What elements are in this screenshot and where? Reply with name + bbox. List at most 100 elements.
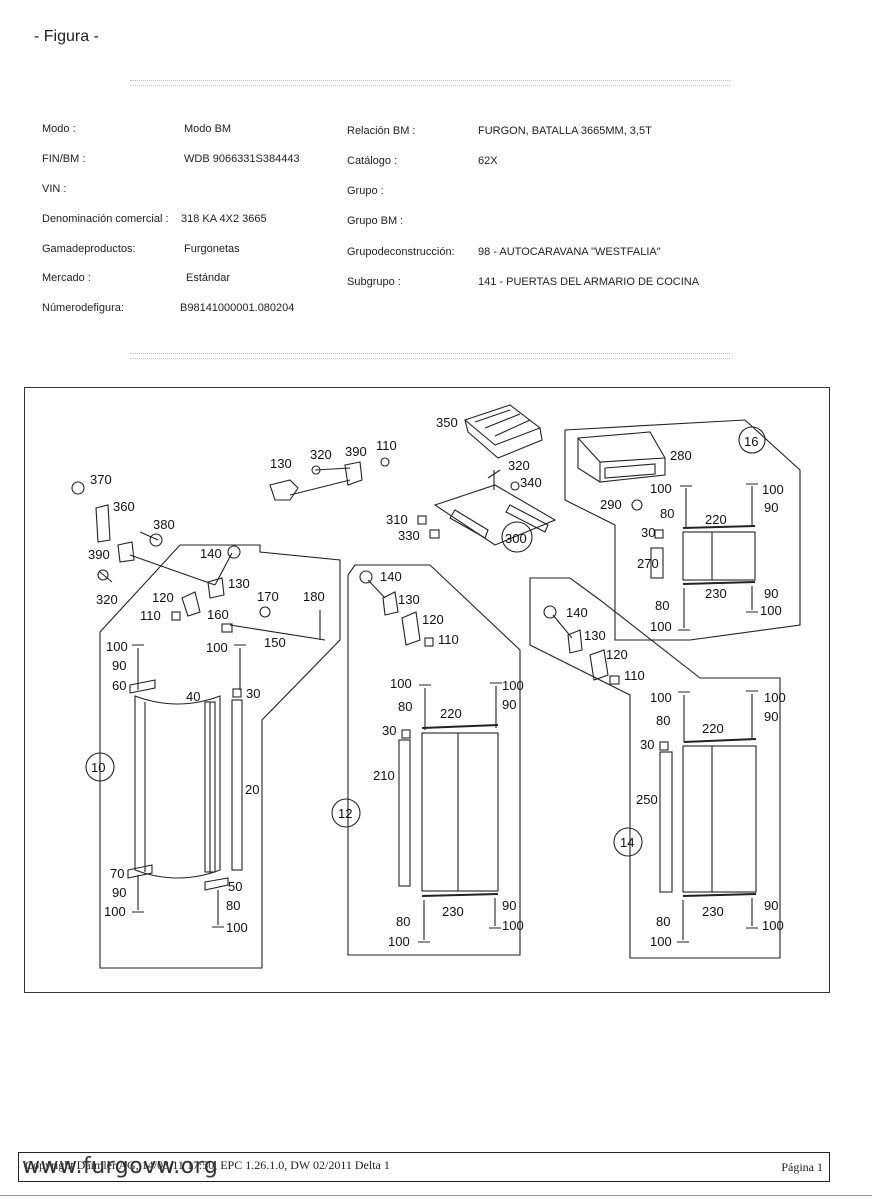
callout: 100	[390, 676, 412, 691]
screw-100-g14a	[678, 691, 690, 742]
door-panel-14	[682, 745, 757, 893]
screw-320-left	[97, 569, 113, 583]
hinge-130-g10	[207, 577, 225, 599]
screw-100-g14b	[746, 690, 758, 740]
callout: 270	[637, 556, 659, 571]
callout: 130	[270, 456, 292, 471]
door-panel-12	[421, 732, 499, 892]
callout: 230	[442, 904, 464, 919]
drawer-tray	[463, 404, 543, 459]
screw-100-g10d	[212, 890, 224, 928]
callout: 120	[152, 590, 174, 605]
callout: 100	[760, 603, 782, 618]
clip-160	[221, 623, 233, 633]
meta-label: Grupo BM :	[347, 215, 404, 227]
rod-270	[650, 547, 664, 579]
callout: 80	[396, 914, 410, 929]
callout: 40	[186, 689, 200, 704]
callout: 10	[91, 760, 105, 775]
bottom-rule	[0, 1195, 872, 1196]
callout: 320	[310, 447, 332, 462]
callout: 170	[257, 589, 279, 604]
screw-100-g12c	[418, 900, 430, 943]
meta-value: Estándar	[186, 272, 231, 284]
meta-label: VIN :	[42, 183, 67, 195]
screw-100-g16b	[746, 483, 758, 526]
guide-line	[129, 554, 216, 586]
meta-label: FIN/BM :	[42, 153, 86, 165]
callout: 340	[520, 475, 542, 490]
meta-value: WDB 9066331S384443	[184, 153, 300, 165]
callout: 120	[422, 612, 444, 627]
callout: 250	[636, 792, 658, 807]
callout: 100	[650, 690, 672, 705]
callout: 210	[373, 768, 395, 783]
screw-100-g16c	[678, 588, 690, 631]
callout: 16	[744, 434, 758, 449]
meta-label: Gamadeproductos:	[42, 243, 136, 255]
meta-value: 318 KA 4X2 3665	[181, 213, 267, 225]
slider-right	[505, 504, 549, 533]
meta-label: Denominación comercial :	[42, 213, 169, 225]
bracket-390	[117, 541, 135, 563]
callout: 310	[386, 512, 408, 527]
callout: 90	[112, 885, 126, 900]
meta-value: Furgonetas	[184, 243, 240, 255]
drawer-front-16	[682, 531, 756, 581]
callout: 230	[702, 904, 724, 919]
callout: 30	[641, 525, 655, 540]
meta-value: FURGON, BATALLA 3665MM, 3,5T	[478, 125, 652, 137]
callout: 290	[600, 497, 622, 512]
callout: 90	[502, 898, 516, 913]
door-panel-10	[134, 695, 221, 879]
callout: 100	[764, 690, 786, 705]
callout: 90	[502, 697, 516, 712]
dotted-separator	[130, 353, 730, 359]
callout: 110	[438, 632, 459, 647]
callout: 390	[345, 444, 367, 459]
diagram-frame	[24, 387, 830, 993]
group-outline-16	[564, 419, 801, 641]
bolt-340	[510, 481, 520, 491]
rod-150	[229, 624, 326, 641]
rail-220-g16	[682, 525, 756, 529]
copyright-text: Copyright Daimler AG, 14/03/11 17:50, EP…	[25, 1158, 390, 1172]
hinge-120-g12	[401, 611, 421, 646]
callout: 110	[624, 668, 645, 683]
dotted-separator	[130, 80, 730, 86]
callout: 90	[764, 500, 778, 515]
washer-320-top	[311, 465, 321, 475]
meta-label: Subgrupo :	[347, 276, 401, 288]
rail-230-g12	[421, 893, 499, 897]
callout: 80	[656, 713, 670, 728]
callout: 70	[110, 866, 124, 881]
door-curve-10	[144, 702, 211, 872]
callout: 180	[303, 589, 325, 604]
callout: 320	[96, 592, 118, 607]
screw-100-g10b	[234, 644, 246, 690]
callout: 380	[153, 517, 175, 532]
callout: 90	[764, 898, 778, 913]
callout: 90	[764, 586, 778, 601]
group-marker-12	[331, 798, 361, 828]
pin-320-top	[314, 467, 351, 471]
group-outline-10	[99, 544, 341, 969]
callout: 12	[338, 806, 352, 821]
nut-110-g10	[171, 611, 181, 621]
screw-100-g10c	[132, 875, 144, 913]
callout: 80	[226, 898, 240, 913]
rail-220-g12	[421, 724, 499, 729]
screw-100-g16a	[680, 485, 692, 528]
guide-line	[289, 479, 351, 496]
callout: 130	[584, 628, 606, 643]
meta-value: Modo BM	[184, 123, 232, 135]
callout: 130	[398, 592, 420, 607]
clip-30-g16	[654, 529, 664, 539]
bracket-360	[95, 504, 111, 543]
callout: 100	[104, 904, 126, 919]
screw-100-g12b	[490, 682, 502, 728]
callout: 220	[440, 706, 462, 721]
clip-330	[429, 529, 440, 539]
hinge-130-top	[269, 479, 299, 501]
screw-100-g14c	[677, 900, 689, 943]
